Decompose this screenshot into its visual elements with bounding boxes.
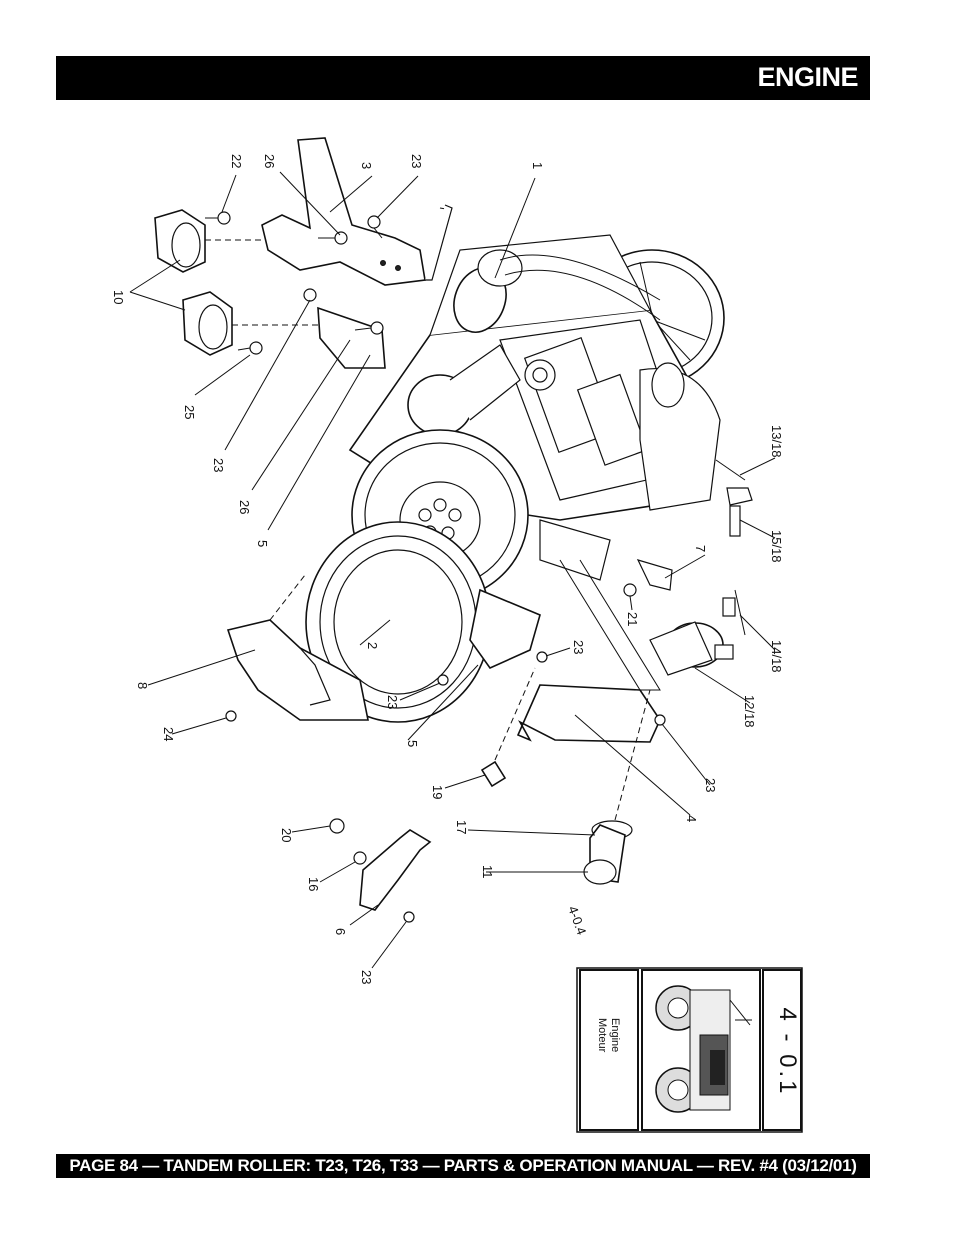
footer-text: PAGE 84 — TANDEM ROLLER: T23, T26, T33 —…: [69, 1156, 857, 1175]
callout-6: 6: [333, 928, 348, 935]
callout-22: 22: [229, 154, 244, 168]
starter-part-7: [636, 459, 753, 676]
callout-11: 11: [480, 865, 495, 879]
callout-7: 7: [693, 545, 708, 552]
callout-21: 21: [625, 612, 640, 626]
callout-23c: 23: [571, 640, 586, 654]
footer-bar: PAGE 84 — TANDEM ROLLER: T23, T26, T33 —…: [56, 1154, 870, 1178]
callout-17: 17: [454, 820, 469, 834]
section-label-engine: Engine: [609, 1018, 621, 1053]
callout-26b: 26: [237, 500, 252, 514]
callout-12-18: 12/18: [742, 695, 757, 728]
bracket-part-6: [329, 818, 432, 911]
callout-labels: 1 2 3 4 5 5 6 7 8 10 11 12/18 13/18 14/1…: [111, 154, 784, 984]
section-code: 4 - 0.1: [774, 1007, 801, 1097]
callout-23d: 23: [385, 695, 400, 709]
callout-3: 3: [359, 162, 374, 169]
callout-5b: 5: [405, 740, 420, 747]
page-title: ENGINE: [757, 62, 858, 92]
engine-mount-part-10: [154, 209, 320, 356]
callout-figure-ref: 4-0.4: [565, 904, 589, 937]
callout-26a: 26: [262, 154, 277, 168]
callout-1: 1: [530, 162, 545, 169]
callout-2: 2: [365, 642, 380, 649]
mount-bracket-part-3: [261, 137, 453, 286]
bracket-part-8: [226, 574, 369, 721]
section-label-moteur: Moteur: [596, 1018, 608, 1053]
flywheel-cover-part-2: [305, 521, 491, 723]
fasteners: [205, 211, 666, 923]
callout-23b: 23: [211, 458, 226, 472]
callout-23a: 23: [409, 154, 424, 168]
callout-23e: 23: [703, 778, 718, 792]
callout-16: 16: [306, 877, 321, 891]
callout-24: 24: [161, 727, 176, 741]
mount-bracket-part-5: [317, 306, 541, 669]
roller-thumbnail: [655, 985, 752, 1113]
section-index-box: [576, 967, 803, 1133]
callout-15-18: 15/18: [769, 530, 784, 563]
callout-4: 4: [684, 815, 699, 822]
callout-20: 20: [279, 828, 294, 842]
callout-25: 25: [182, 405, 197, 419]
callout-19: 19: [430, 785, 445, 799]
engine-assembly: [348, 234, 725, 691]
bracket-part-4: [516, 684, 661, 743]
filter-part-11: [583, 689, 651, 885]
callout-5a: 5: [255, 540, 270, 547]
callout-14-18: 14/18: [769, 640, 784, 673]
callout-8: 8: [135, 682, 150, 689]
callout-10: 10: [111, 290, 126, 304]
callout-13-18: 13/18: [769, 425, 784, 458]
header-bar: ENGINE: [56, 56, 870, 100]
fitting-part-19: [480, 667, 536, 788]
leader-lines: [129, 171, 776, 969]
callout-23f: 23: [359, 970, 374, 984]
